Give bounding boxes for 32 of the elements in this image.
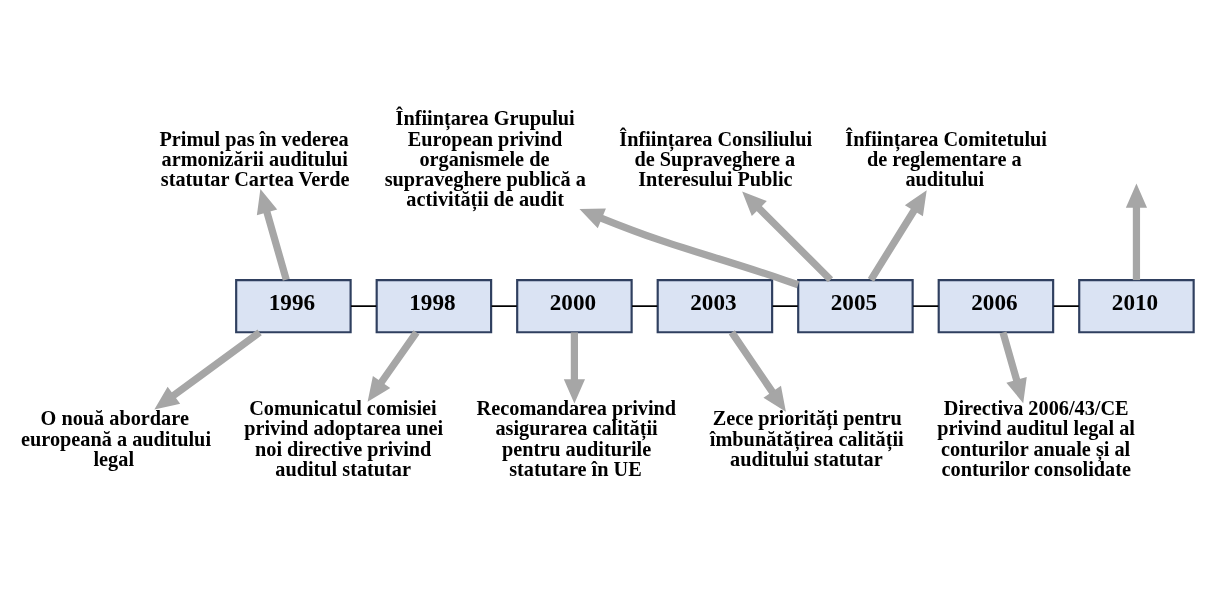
node-box: 1998 <box>375 279 493 334</box>
node-text: Primul pas în vederea armonizării auditului statutar Cartea Verde <box>159 127 350 191</box>
node-box: 2003 <box>656 279 774 334</box>
node-text: Recomandarea privind asigurarea calității pentru auditurile statutare în UE <box>476 397 677 480</box>
arrow <box>563 332 585 404</box>
arrow <box>1125 183 1148 281</box>
arrow <box>999 331 1027 404</box>
connector <box>350 305 378 307</box>
node-text: Comunicatul comisiei privind adoptarea unei noi directive privind auditul statutar <box>244 397 444 480</box>
arrow <box>742 191 834 283</box>
node-box: 2000 <box>516 279 633 334</box>
node-text: Înființarea Comitetului de reglementare a auditului <box>845 127 1047 191</box>
connector <box>631 305 659 307</box>
connector <box>490 305 518 307</box>
arrow <box>728 330 786 412</box>
node-text: O nouă abordare europeană a auditului legal <box>21 407 212 470</box>
node-box: 1996 <box>235 279 352 334</box>
connector <box>771 305 799 307</box>
arrow <box>154 329 262 410</box>
node-box: 2006 <box>937 279 1055 334</box>
node-text: Directiva 2006/43/CE privind auditul legal al conturilor anuale și al conturilor consolidate <box>937 397 1135 480</box>
node-box: 2005 <box>797 279 914 334</box>
arrow <box>256 189 290 281</box>
arrow <box>579 208 800 289</box>
node-text: Înființarea Consiliului de Supraveghere a Interesului Public <box>619 127 813 191</box>
node-text: Zece priorități pentru îmbunătățirea calității auditului statutar <box>709 407 904 470</box>
arrow <box>867 190 927 282</box>
node-box: 2010 <box>1078 279 1195 334</box>
arrow <box>367 330 420 402</box>
connector <box>1052 305 1080 307</box>
connector <box>912 305 940 307</box>
node-text: Înființarea Grupului European privind organismele de supraveghere publică a activității de audit <box>384 107 586 211</box>
